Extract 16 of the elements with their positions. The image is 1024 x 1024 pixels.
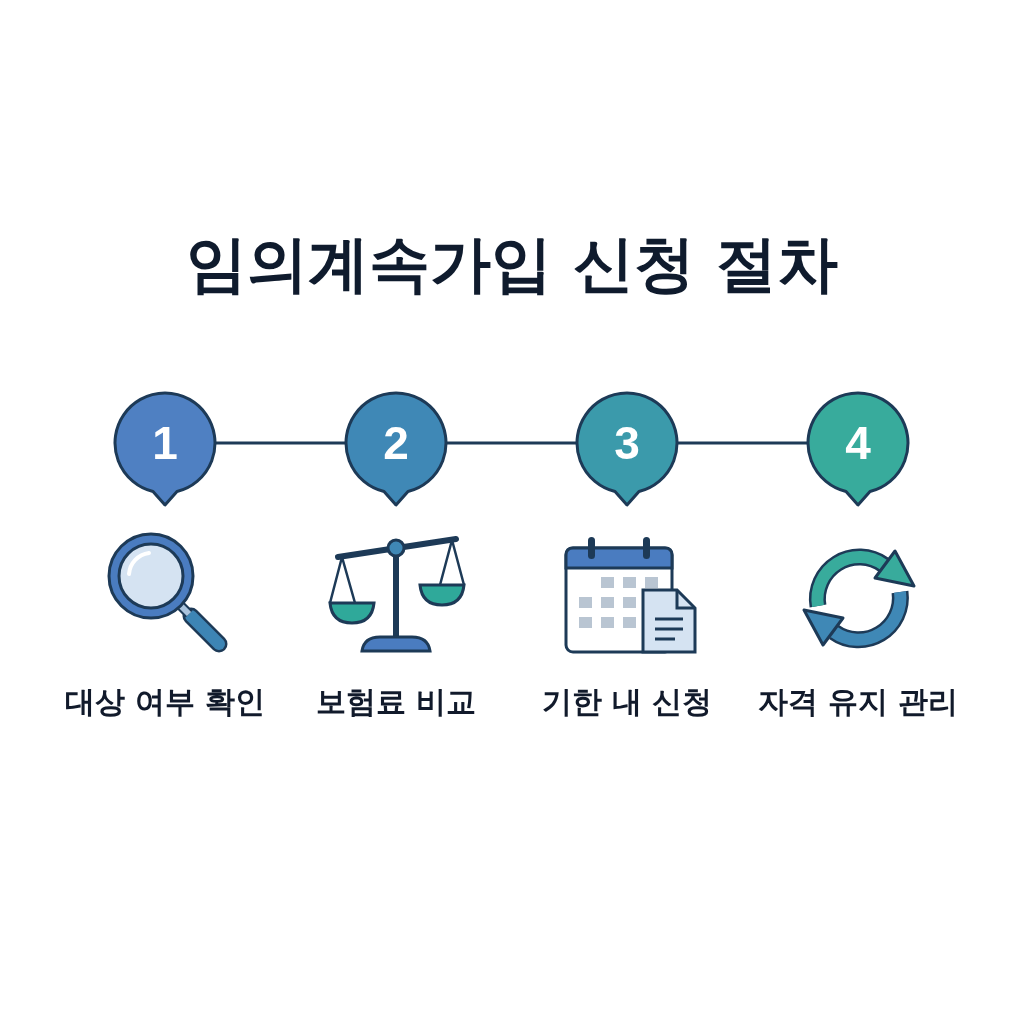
connector-line [447, 441, 576, 445]
step-number: 1 [151, 416, 179, 471]
connector-line [216, 441, 345, 445]
step-pin-marker [575, 391, 679, 507]
step-pin-marker [344, 391, 448, 507]
step-label: 대상 여부 확인 [64, 683, 266, 721]
connector-line [678, 441, 807, 445]
step-pin-marker [806, 391, 910, 507]
step-pin-marker [113, 391, 217, 507]
step-label: 기한 내 신청 [541, 683, 713, 721]
step-label: 자격 유지 관리 [757, 683, 959, 721]
diagram-title: 임의계속가입 신청 절차 [185, 227, 839, 301]
step-number: 3 [613, 416, 641, 471]
step-label: 보험료 비교 [315, 683, 477, 721]
step-number: 4 [844, 416, 872, 471]
step-number: 2 [382, 416, 410, 471]
